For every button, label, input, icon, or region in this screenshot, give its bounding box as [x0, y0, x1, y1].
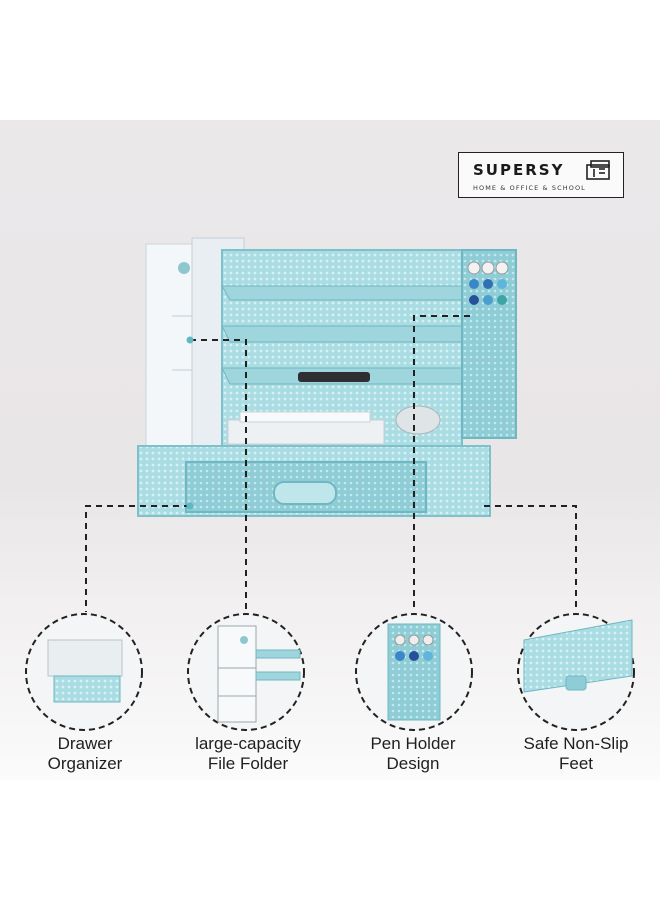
feature-circle-non-slip-feet: [517, 613, 635, 731]
organizer-frame: [137, 249, 517, 517]
feature-label-drawer: Drawer Organizer: [47, 734, 123, 773]
feature-label-non-slip-feet: Safe Non-Slip Feet: [523, 734, 629, 773]
feature-circle-file-folder: [187, 613, 305, 731]
brand-logo: SUPERSY HOME & OFFICE & SCHOOL: [458, 152, 624, 198]
brand-name: SUPERSY: [473, 161, 565, 179]
callout-lines: [85, 315, 577, 612]
brand-mark-icon: [586, 160, 610, 180]
feature-label-pen-holder: Pen Holder Design: [370, 734, 456, 773]
feature-label-file-folder: large-capacity File Folder: [195, 734, 301, 773]
feature-circle-pen-holder: [355, 613, 473, 731]
pens: [467, 261, 509, 305]
feature-circle-drawer: [25, 613, 143, 731]
brand-tagline: HOME & OFFICE & SCHOOL: [473, 184, 586, 192]
